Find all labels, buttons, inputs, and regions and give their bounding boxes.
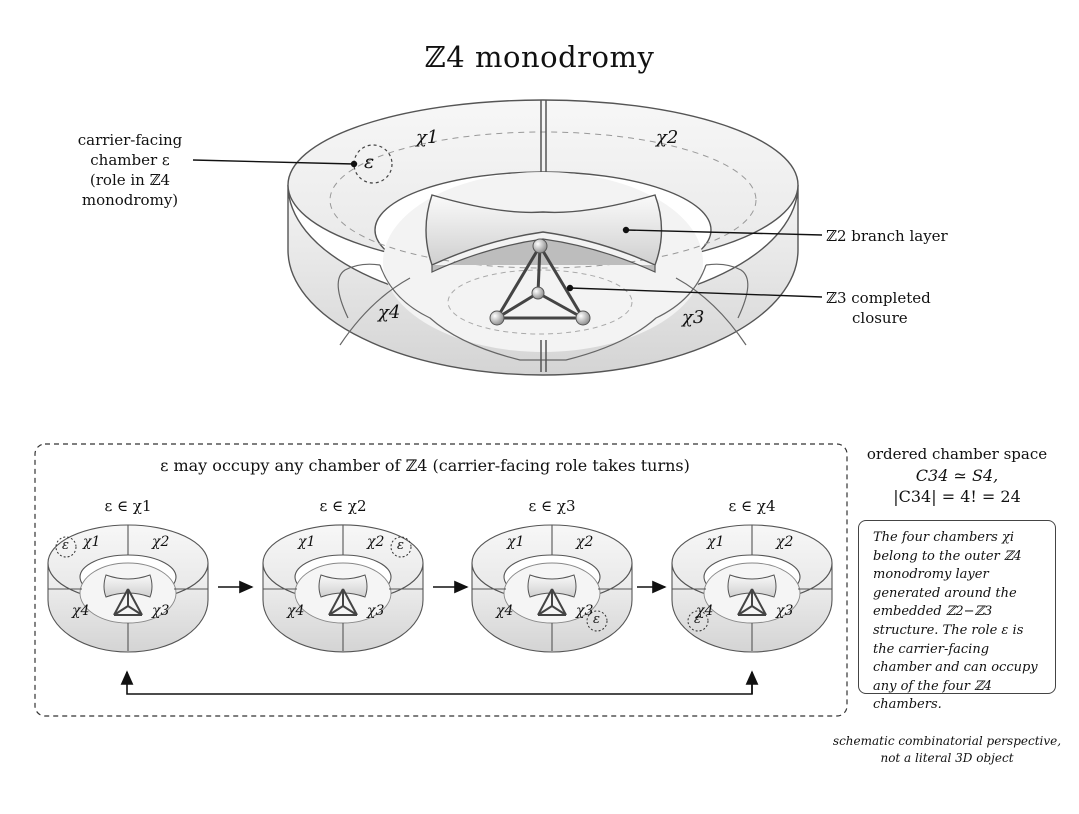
callout-closure-line1: ℤ3 completed bbox=[826, 289, 931, 307]
mini-bow bbox=[103, 574, 153, 598]
page-title: ℤ4 monodromy bbox=[424, 40, 655, 74]
chamber-label-3: χ3 bbox=[682, 307, 705, 328]
callout-closure-line2: closure bbox=[852, 309, 908, 327]
mini-bow bbox=[727, 574, 777, 598]
epsilon-marker bbox=[353, 144, 393, 184]
mini-chamber-label: χ1 bbox=[83, 534, 101, 550]
mini-chamber-label: χ4 bbox=[72, 603, 90, 619]
mini-chamber-label: χ1 bbox=[298, 534, 316, 550]
main-ring bbox=[287, 99, 799, 376]
mini-tetra bbox=[113, 588, 143, 616]
side-formula-1: C34 ≃ S4, bbox=[915, 466, 999, 485]
mini-tetra-edge bbox=[127, 605, 143, 616]
footnote-line2: not a literal 3D object bbox=[880, 751, 1014, 765]
mini-tetra bbox=[328, 588, 358, 616]
mini-epsilon-symbol: ε bbox=[397, 538, 404, 553]
mini-chamber-label: χ2 bbox=[367, 534, 385, 550]
mini-tetra-edge bbox=[342, 588, 358, 616]
mini-ring-1 bbox=[47, 524, 209, 653]
mini-chamber-label: χ4 bbox=[696, 603, 714, 619]
mini-tetra bbox=[737, 588, 767, 616]
mini-tetra-edge bbox=[113, 605, 129, 616]
callout-carrier-line1: carrier-facing bbox=[77, 131, 183, 149]
mini-chamber-label: χ1 bbox=[707, 534, 725, 550]
callout-carrier-line2: chamber ε bbox=[90, 151, 170, 169]
mini-epsilon-marker bbox=[390, 536, 412, 558]
mini-epsilon-symbol: ε bbox=[62, 538, 69, 553]
mini-tetra-edge bbox=[751, 605, 767, 616]
mini-epsilon-symbol: ε bbox=[694, 612, 701, 627]
mini-chamber-label: χ4 bbox=[496, 603, 514, 619]
mini-tetra bbox=[537, 588, 567, 616]
mini-tetra-edge bbox=[113, 588, 129, 616]
mini-tetra-edge bbox=[737, 588, 753, 616]
mini-tetra-edge bbox=[328, 605, 344, 616]
state-label-1: ε ∈ χ1 bbox=[104, 497, 152, 515]
mini-tetra-edge bbox=[342, 605, 358, 616]
state-label-4: ε ∈ χ4 bbox=[728, 497, 776, 515]
explanation-note: The four chambers χi belong to the outer… bbox=[858, 520, 1056, 712]
mini-ring-2 bbox=[262, 524, 424, 653]
chamber-label-1: χ1 bbox=[416, 127, 439, 148]
state-label-3: ε ∈ χ3 bbox=[528, 497, 576, 515]
mini-chamber-label: χ3 bbox=[776, 603, 794, 619]
callout-carrier: carrier-facing chamber ε (role in ℤ4 mon… bbox=[40, 130, 220, 210]
mini-epsilon-marker bbox=[55, 536, 77, 558]
mini-chamber-label: χ3 bbox=[152, 603, 170, 619]
footnote: schematic combinatorial perspective, not… bbox=[832, 733, 1062, 767]
side-heading: ordered chamber space bbox=[866, 445, 1048, 463]
mini-chamber-label: χ3 bbox=[576, 603, 594, 619]
callout-branch: ℤ2 branch layer bbox=[826, 227, 948, 245]
mini-chamber-label: χ2 bbox=[576, 534, 594, 550]
mini-bow bbox=[318, 574, 368, 598]
mini-tetra-edge bbox=[751, 588, 767, 616]
ordered-chamber-space: ordered chamber space C34 ≃ S4, |C34| = … bbox=[862, 444, 1052, 507]
mini-chamber-label: χ2 bbox=[152, 534, 170, 550]
mini-bow bbox=[527, 574, 577, 598]
mini-ring-3 bbox=[471, 524, 633, 653]
z3-closure bbox=[489, 238, 591, 326]
z2-branch-layer bbox=[425, 194, 663, 273]
side-formula-2: |C34| = 4! = 24 bbox=[893, 487, 1021, 506]
cycle-panel-border bbox=[34, 443, 848, 717]
mini-tetra-edge bbox=[537, 588, 553, 616]
mini-chamber-label: χ1 bbox=[507, 534, 525, 550]
mini-tetra-edge bbox=[537, 605, 553, 616]
mini-chamber-label: χ4 bbox=[287, 603, 305, 619]
callout-closure: ℤ3 completed closure bbox=[826, 288, 1026, 328]
mini-rings bbox=[47, 524, 833, 653]
state-label-2: ε ∈ χ2 bbox=[319, 497, 367, 515]
mini-tetra-edge bbox=[127, 588, 143, 616]
mini-tetra-edge bbox=[551, 605, 567, 616]
cycle-arrows bbox=[120, 580, 759, 695]
chamber-label-4: χ4 bbox=[378, 302, 401, 323]
mini-epsilon-marker bbox=[586, 610, 608, 632]
mini-ring-4 bbox=[671, 524, 833, 653]
epsilon-symbol: ε bbox=[364, 151, 375, 173]
callout-carrier-line3: (role in ℤ4 monodromy) bbox=[81, 171, 179, 209]
callout-lines bbox=[192, 159, 823, 298]
chamber-label-2: χ2 bbox=[656, 127, 679, 148]
mini-chamber-label: χ2 bbox=[776, 534, 794, 550]
mini-tetra-edge bbox=[551, 588, 567, 616]
mini-chamber-label: χ3 bbox=[367, 603, 385, 619]
mini-tetra-edge bbox=[328, 588, 344, 616]
cycle-panel-title: ε may occupy any chamber of ℤ4 (carrier-… bbox=[160, 456, 690, 475]
mini-epsilon-marker bbox=[687, 610, 709, 632]
mini-epsilon-symbol: ε bbox=[593, 612, 600, 627]
footnote-line1: schematic combinatorial perspective, bbox=[832, 734, 1062, 748]
mini-tetra-edge bbox=[737, 605, 753, 616]
